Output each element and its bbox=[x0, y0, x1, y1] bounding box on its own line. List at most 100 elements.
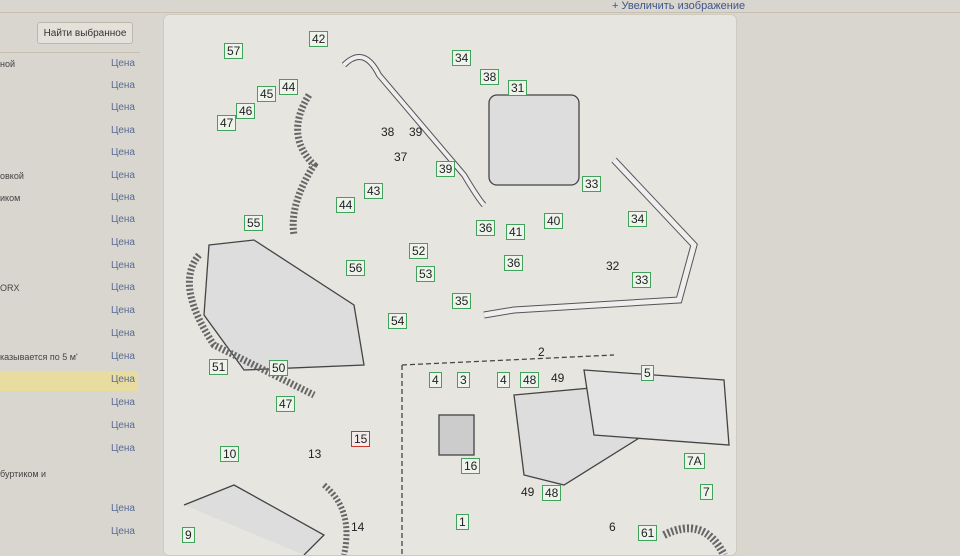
part-callout[interactable]: 15 bbox=[351, 431, 371, 447]
price-link[interactable]: Цена bbox=[110, 214, 135, 225]
part-callout[interactable]: 41 bbox=[506, 224, 526, 240]
part-callout[interactable]: 49 bbox=[551, 371, 565, 385]
part-callout[interactable]: 36 bbox=[476, 220, 496, 236]
price-link[interactable]: Цена bbox=[110, 260, 135, 271]
part-callout[interactable]: 2 bbox=[538, 345, 545, 359]
part-callout[interactable]: 4 bbox=[497, 372, 510, 388]
list-item[interactable]: Цена bbox=[0, 500, 138, 520]
part-callout[interactable]: 33 bbox=[632, 272, 652, 288]
list-item[interactable]: Цена bbox=[0, 77, 138, 97]
enlarge-image-link[interactable]: + Увеличить изображение bbox=[612, 0, 746, 12]
part-callout[interactable]: 50 bbox=[269, 360, 289, 376]
price-link[interactable]: Цена bbox=[110, 237, 135, 248]
part-callout[interactable]: 33 bbox=[582, 176, 602, 192]
part-callout[interactable]: 52 bbox=[409, 243, 429, 259]
part-callout[interactable]: 39 bbox=[436, 161, 456, 177]
divider bbox=[0, 52, 140, 53]
part-callout[interactable]: 46 bbox=[236, 103, 256, 119]
price-link[interactable]: Цена bbox=[110, 305, 135, 316]
part-callout[interactable]: 45 bbox=[257, 86, 277, 102]
part-callout[interactable]: 13 bbox=[308, 447, 322, 461]
part-callout[interactable]: 34 bbox=[452, 50, 472, 66]
price-link[interactable]: Цена bbox=[110, 420, 135, 431]
part-callout[interactable]: 57 bbox=[224, 43, 244, 59]
part-callout[interactable]: 3 bbox=[457, 372, 470, 388]
part-callout[interactable]: 43 bbox=[364, 183, 384, 199]
part-callout[interactable]: 36 bbox=[504, 255, 524, 271]
price-link[interactable]: Цена bbox=[110, 125, 135, 136]
price-link[interactable]: Цена bbox=[110, 374, 135, 385]
price-link[interactable]: Цена bbox=[110, 170, 135, 181]
price-link[interactable]: Цена bbox=[110, 351, 135, 362]
part-callout[interactable]: 51 bbox=[209, 359, 229, 375]
price-link[interactable]: Цена bbox=[110, 80, 135, 91]
list-item[interactable]: Цена bbox=[0, 257, 138, 277]
part-callout[interactable]: 47 bbox=[217, 115, 237, 131]
part-callout[interactable]: 48 bbox=[520, 372, 540, 388]
part-callout[interactable]: 39 bbox=[409, 125, 423, 139]
part-callout[interactable]: 55 bbox=[244, 215, 264, 231]
part-callout[interactable]: 38 bbox=[381, 125, 395, 139]
price-link[interactable]: Цена bbox=[110, 397, 135, 408]
part-callout[interactable]: 4 bbox=[429, 372, 442, 388]
part-callout[interactable]: 54 bbox=[388, 313, 408, 329]
part-callout[interactable]: 48 bbox=[542, 485, 562, 501]
price-link[interactable]: Цена bbox=[110, 102, 135, 113]
part-callout[interactable]: 44 bbox=[336, 197, 356, 213]
part-callout[interactable]: 10 bbox=[220, 446, 240, 462]
part-name: ORX bbox=[0, 283, 20, 293]
list-item[interactable]: буртиком и bbox=[0, 465, 138, 485]
part-callout[interactable]: 7 bbox=[700, 484, 713, 500]
list-item[interactable]: Цена bbox=[0, 394, 138, 414]
list-item[interactable]: Цена bbox=[0, 440, 138, 460]
find-selected-button[interactable]: Найти выбранное bbox=[37, 22, 133, 44]
part-callout[interactable]: 16 bbox=[461, 458, 481, 474]
part-callout[interactable]: 38 bbox=[480, 69, 500, 85]
top-bar bbox=[0, 0, 960, 13]
price-link[interactable]: Цена bbox=[110, 526, 135, 537]
part-callout[interactable]: 35 bbox=[452, 293, 472, 309]
list-item[interactable]: Цена bbox=[0, 302, 138, 322]
list-item[interactable]: Цена bbox=[0, 99, 138, 119]
part-callout[interactable]: 1 bbox=[456, 514, 469, 530]
list-item[interactable]: иком Цена bbox=[0, 189, 138, 209]
list-item[interactable]: Цена bbox=[0, 417, 138, 437]
part-callout[interactable]: 31 bbox=[508, 80, 528, 96]
price-link[interactable]: Цена bbox=[110, 147, 135, 158]
list-item[interactable]: ORX Цена bbox=[0, 279, 138, 299]
part-callout[interactable]: 42 bbox=[309, 31, 329, 47]
part-callout[interactable]: 47 bbox=[276, 396, 296, 412]
part-callout[interactable]: 6 bbox=[609, 520, 616, 534]
part-callout[interactable]: 9 bbox=[182, 527, 195, 543]
part-name: овкой bbox=[0, 171, 24, 181]
part-callout[interactable]: 53 bbox=[416, 266, 436, 282]
list-item[interactable]: Цена bbox=[0, 234, 138, 254]
price-link[interactable]: Цена bbox=[110, 328, 135, 339]
list-item[interactable]: Цена bbox=[0, 122, 138, 142]
price-link[interactable]: Цена bbox=[110, 282, 135, 293]
part-callout[interactable]: 49 bbox=[521, 485, 535, 499]
part-name: иком bbox=[0, 193, 21, 203]
list-item[interactable]: овкой Цена bbox=[0, 167, 138, 187]
list-item[interactable]: Цена bbox=[0, 371, 138, 391]
price-link[interactable]: Цена bbox=[110, 58, 135, 69]
list-item[interactable]: казывается по 5 м'Цена bbox=[0, 348, 138, 368]
part-callout[interactable]: 14 bbox=[351, 520, 365, 534]
list-item[interactable]: Цена bbox=[0, 325, 138, 345]
price-link[interactable]: Цена bbox=[110, 192, 135, 203]
price-link[interactable]: Цена bbox=[110, 443, 135, 454]
part-callout[interactable]: 37 bbox=[394, 150, 408, 164]
part-callout[interactable]: 61 bbox=[638, 525, 658, 541]
list-item[interactable]: Цена bbox=[0, 211, 138, 231]
part-callout[interactable]: 32 bbox=[606, 259, 620, 273]
part-callout[interactable]: 40 bbox=[544, 213, 564, 229]
list-item[interactable]: Цена bbox=[0, 144, 138, 164]
price-link[interactable]: Цена bbox=[110, 503, 135, 514]
list-item[interactable]: Цена bbox=[0, 523, 138, 543]
part-callout[interactable]: 7A bbox=[684, 453, 705, 469]
part-callout[interactable]: 56 bbox=[346, 260, 366, 276]
part-callout[interactable]: 5 bbox=[641, 365, 654, 381]
part-callout[interactable]: 44 bbox=[279, 79, 299, 95]
part-callout[interactable]: 34 bbox=[628, 211, 648, 227]
